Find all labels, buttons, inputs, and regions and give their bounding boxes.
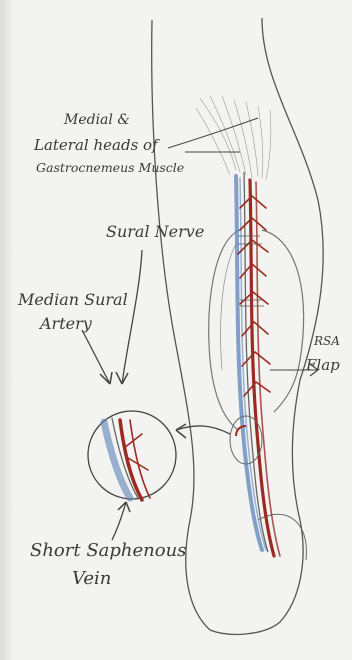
label-rsa: RSA (314, 334, 340, 349)
flap-inner (221, 244, 236, 370)
label-sural-nerve: Sural Nerve (106, 222, 204, 242)
median-sural-arrow-head (100, 372, 112, 384)
label-saphenous-2: Vein (72, 568, 111, 591)
label-gastrocnemius-2: Lateral heads of (34, 136, 158, 155)
saphenous-arrow (112, 502, 126, 540)
label-flap: Flap (306, 356, 340, 375)
label-gastrocnemius-3: Gastrocnemeus Muscle (36, 160, 184, 176)
flap-outline-right (262, 230, 304, 412)
gastrocnemius-leader (168, 118, 258, 148)
label-median-sural-1: Median Sural (18, 290, 128, 310)
label-median-sural-2: Artery (40, 314, 92, 334)
inset-vessels (104, 418, 150, 500)
sural-nerve-arrow (122, 250, 142, 384)
label-saphenous-1: Short Saphenous (30, 540, 186, 563)
median-sural-arrow (82, 330, 110, 384)
gastrocnemius-hatching (196, 96, 271, 180)
leg-outline-left (152, 20, 210, 630)
inset-arrow-line (176, 426, 230, 434)
inset-arrow-head (176, 424, 186, 438)
label-gastrocnemius-1: Medial & (64, 112, 130, 130)
